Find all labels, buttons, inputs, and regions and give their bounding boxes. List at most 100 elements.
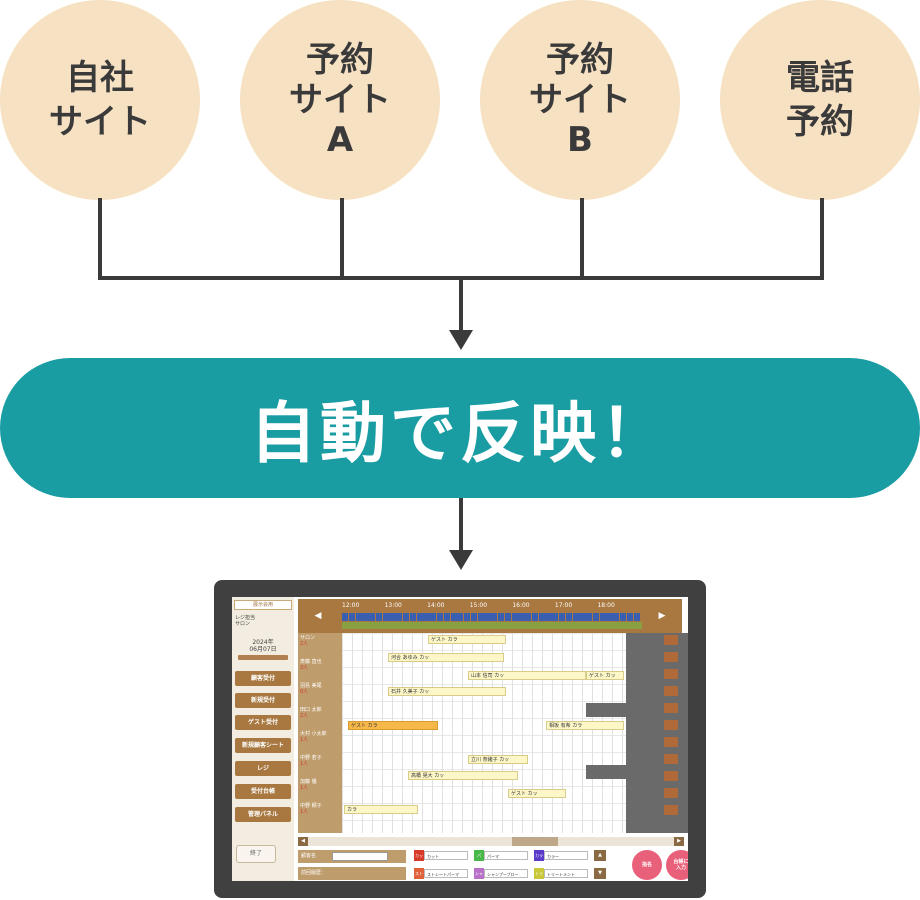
appointment[interactable]: 河合 あゆみ カッ <box>388 653 504 662</box>
sidebar-button-new-reception[interactable]: 新規受付 <box>235 693 291 708</box>
reservation-screen: 展示会用 レジ担当 サロン 2024年 06月07日 顧客受付 新規受付 ゲスト… <box>232 597 688 881</box>
appointment[interactable]: 高橋 晃大 カッ <box>408 771 518 780</box>
slot-cell <box>409 613 416 621</box>
prev-day-button[interactable]: ◀ <box>314 611 322 621</box>
menu-item[interactable]: シャシャンプーブロー <box>474 868 532 879</box>
appointment[interactable]: カラ <box>344 805 418 814</box>
staff-name: 羽島 美尾 <box>300 683 322 689</box>
date-bar <box>238 655 288 660</box>
sidebar-button-guest-reception[interactable]: ゲスト受付 <box>235 715 291 730</box>
up-arrow-icon[interactable]: ▲ <box>594 850 606 861</box>
slot-cell <box>369 613 376 621</box>
source-label: 予約 サイト A <box>289 40 391 160</box>
scroll-thumb[interactable] <box>512 837 558 846</box>
scroll-right-icon[interactable]: ▶ <box>674 837 684 846</box>
row-action-button[interactable] <box>664 720 678 730</box>
sign-button[interactable]: 指名 <box>632 850 662 880</box>
row-action-button[interactable] <box>664 686 678 696</box>
schedule-header: ◀ ▶ 12:00 13:00 14:00 15:00 16:00 17:00 … <box>298 599 682 633</box>
menu-item[interactable]: カッカット <box>414 850 472 861</box>
staff-count: 0人 <box>300 689 309 695</box>
down-arrow-icon[interactable]: ▼ <box>594 868 606 879</box>
sidebar-button-register[interactable]: レジ <box>235 761 291 776</box>
appointment[interactable]: ゲスト カッ <box>508 789 566 798</box>
staff-count: 2人 <box>300 641 309 647</box>
slot-cell <box>620 613 627 621</box>
slot-cell <box>342 613 349 621</box>
slot-cell <box>464 613 471 621</box>
row-action-button[interactable] <box>664 805 678 815</box>
menu-tag: スト <box>414 868 424 879</box>
row-action-button[interactable] <box>664 669 678 679</box>
menu-label: カラー <box>544 851 588 860</box>
menu-tag: パ <box>474 850 484 861</box>
slot-cell <box>348 613 355 621</box>
menu-item[interactable]: ストストレートパーマ <box>414 868 472 879</box>
menu-item[interactable]: パパーマ <box>474 850 532 861</box>
appointment[interactable]: ゲスト カラ <box>348 721 438 730</box>
row-action-button[interactable] <box>664 703 678 713</box>
menu-item[interactable]: トリトリートメント <box>534 868 592 879</box>
appointment[interactable]: 石井 久美子 カッ <box>388 687 506 696</box>
slot-cell <box>559 613 566 621</box>
slot-cell <box>579 613 586 621</box>
slot-cell <box>355 613 362 621</box>
appointment[interactable]: 立川 奈緒子 カッ <box>468 755 528 764</box>
end-button[interactable]: 終了 <box>236 845 276 863</box>
tablet-device: 展示会用 レジ担当 サロン 2024年 06月07日 顧客受付 新規受付 ゲスト… <box>214 580 706 898</box>
menu-label: ストレートパーマ <box>424 869 468 878</box>
ledger-input-button[interactable]: 台帳に 入力 <box>666 850 688 880</box>
slot-cell <box>450 613 457 621</box>
menu-tag: トリ <box>534 868 544 879</box>
row-action-button[interactable] <box>664 754 678 764</box>
customer-name-input[interactable]: ゲスト <box>332 852 388 861</box>
sidebar-button-ledger[interactable]: 受付台帳 <box>235 784 291 799</box>
row-action-button[interactable] <box>664 788 678 798</box>
menu-label: パーマ <box>484 851 528 860</box>
appointment[interactable]: 山本 信司 カッ <box>468 671 586 680</box>
appointment[interactable]: ゲスト カラ <box>428 635 506 644</box>
slot-cell <box>403 613 410 621</box>
row-action-button[interactable] <box>664 635 678 645</box>
horizontal-scrollbar[interactable]: ◀ ▶ <box>298 837 684 846</box>
slot-cell <box>491 613 498 621</box>
time-label: 14:00 <box>427 602 445 609</box>
shop-info: レジ担当 サロン <box>235 615 255 627</box>
auto-reflect-banner: 自動で反映！ <box>0 358 920 498</box>
staff-name: サロン <box>300 635 316 641</box>
row-action-button[interactable] <box>664 652 678 662</box>
slot-cell <box>626 613 633 621</box>
slot-cell <box>470 613 478 621</box>
source-reservation-site-a: 予約 サイト A <box>240 0 440 200</box>
row-action-button[interactable] <box>664 737 678 747</box>
row-action-button[interactable] <box>664 771 678 781</box>
menu-tag: カラ <box>534 850 544 861</box>
slot-cell <box>484 613 491 621</box>
schedule-grid[interactable]: ゲスト カラ 河合 あゆみ カッ 山本 信司 カッ ゲスト カッ 石井 久美子 … <box>342 633 626 833</box>
slot-cell <box>525 613 532 621</box>
appointment[interactable]: 相坂 有希 カラ <box>546 721 624 730</box>
sidebar-button-customer-reception[interactable]: 顧客受付 <box>235 671 291 686</box>
scroll-left-icon[interactable]: ◀ <box>298 837 308 846</box>
appointment[interactable]: ゲスト カッ <box>586 671 624 680</box>
slot-cell <box>613 613 620 621</box>
staff-name: 斎藤 直也 <box>300 659 322 665</box>
sidebar-button-new-customer-sheet[interactable]: 新規顧客シート <box>235 738 291 753</box>
next-day-button[interactable]: ▶ <box>658 611 666 621</box>
slot-cell <box>416 613 423 621</box>
time-label: 13:00 <box>384 602 402 609</box>
blocked-slot <box>586 765 626 779</box>
source-phone-reservation: 電話 予約 <box>720 0 920 200</box>
sidebar-button-admin-panel[interactable]: 管理パネル <box>235 807 291 822</box>
slot-cell <box>565 613 572 621</box>
menu-item[interactable]: カラカラー <box>534 850 592 861</box>
